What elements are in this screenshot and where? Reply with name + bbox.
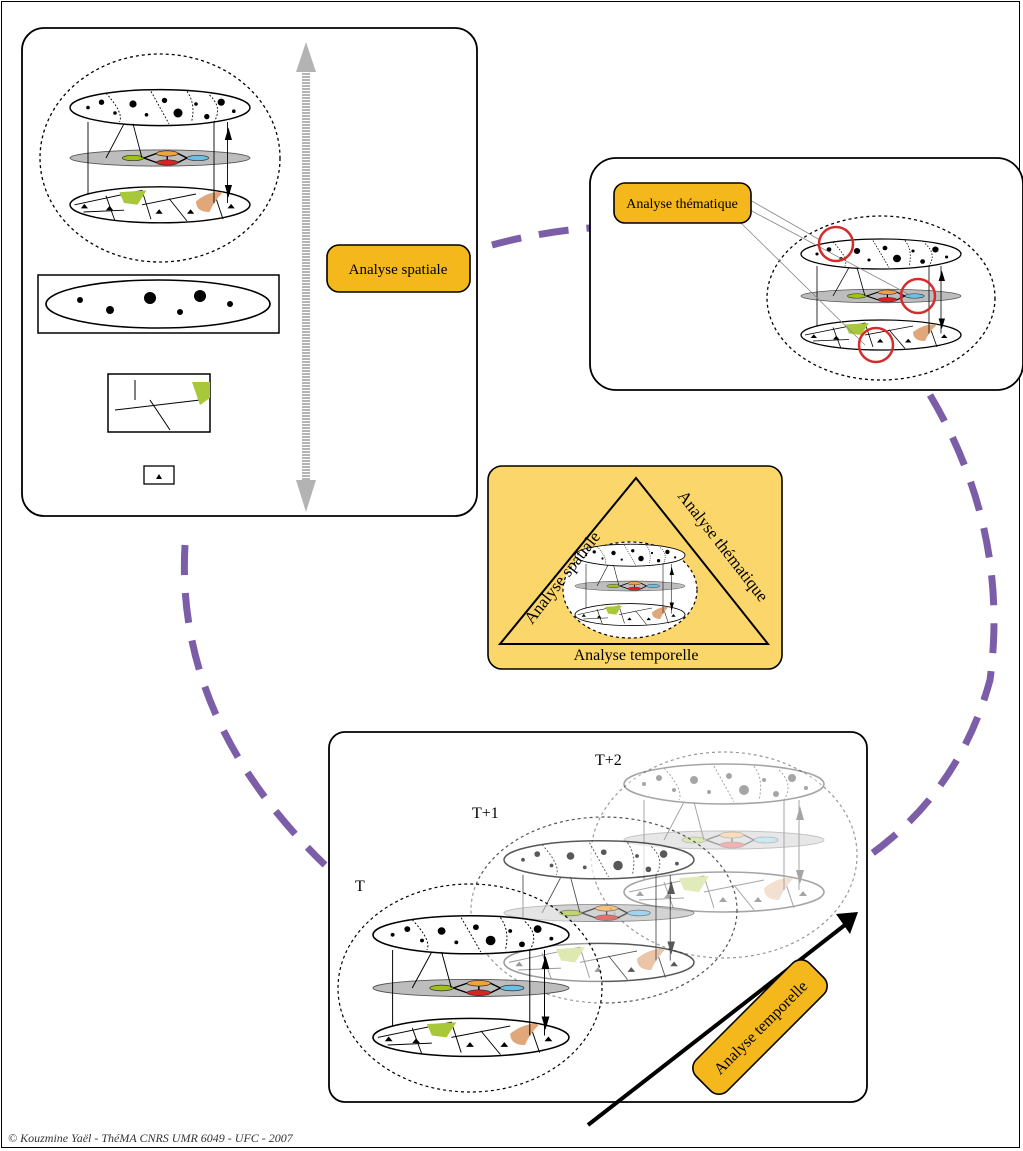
thematic-analysis-panel: Analyse thématique [589, 157, 1023, 391]
triangle-synthesis-panel: Analyse spatiale Analyse thématique Anal… [487, 465, 783, 670]
time-label-t2: T+2 [595, 752, 622, 769]
time-label-t1: T+1 [472, 805, 499, 822]
spatial-analysis-label: Analyse spatiale [349, 262, 448, 278]
time-label-t: T [355, 878, 365, 895]
triangle-temporal-label: Analyse temporelle [574, 647, 699, 664]
temporal-analysis-panel: T T+1 T+2 Analyse temporelle [328, 731, 868, 1127]
copyright-notice: © Kouzmine Yaël - ThéMA CNRS UMR 6049 - … [8, 1131, 293, 1145]
thematic-analysis-label: Analyse thématique [626, 197, 738, 212]
cycle-dash-arrow [180, 224, 998, 868]
spatial-analysis-panel: Analyse spatiale [21, 27, 478, 517]
